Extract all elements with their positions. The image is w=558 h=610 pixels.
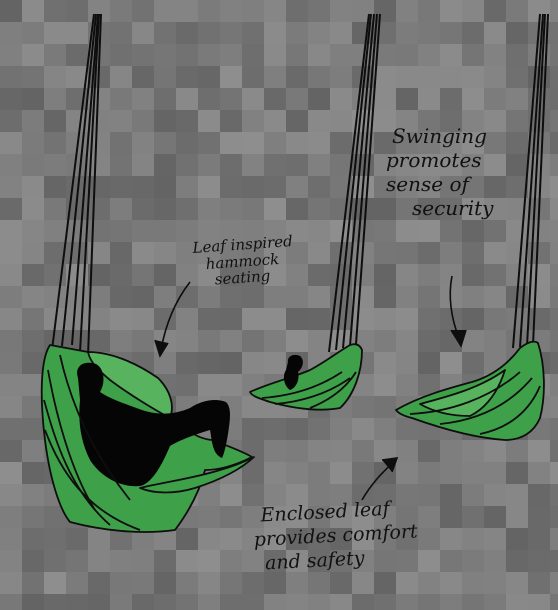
arrow-leaf-note — [155, 282, 190, 356]
arrow-enclosed-note — [362, 458, 397, 500]
hammock-right — [396, 342, 544, 440]
annotation-line: promotes — [386, 148, 493, 172]
annotation-line: sense of — [386, 172, 493, 196]
annotation-enclosed-leaf: Enclosed leaf provides comfort and safet… — [252, 496, 419, 576]
hammock-middle — [250, 344, 362, 409]
ropes-left — [52, 14, 101, 356]
ropes-right — [513, 14, 548, 348]
annotation-swinging: Swinging promotes sense of security — [386, 124, 493, 220]
hammock-left — [42, 345, 254, 532]
ropes-middle — [329, 14, 380, 352]
annotation-leaf-inspired: Leaf inspired hammock seating — [192, 233, 296, 289]
annotation-line: Swinging — [386, 124, 493, 148]
annotation-line: security — [386, 196, 493, 220]
arrow-swing-note — [450, 276, 466, 346]
